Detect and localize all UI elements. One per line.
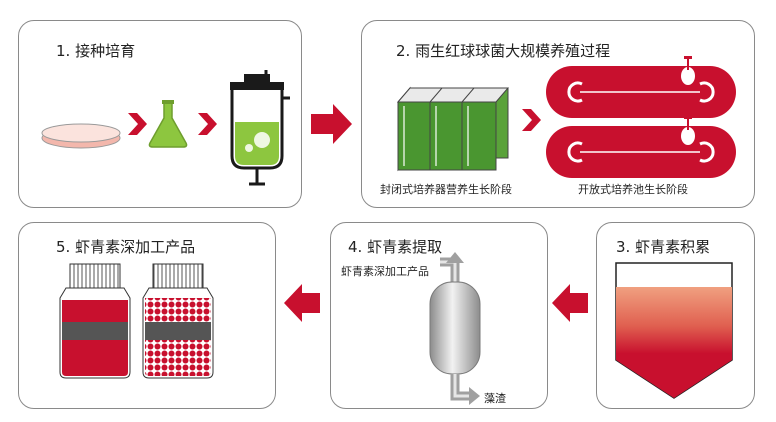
chevron-right-icon [198,113,217,135]
flask-icon [148,100,188,148]
chevron-right-icon [522,109,541,131]
arrow-left-icon [284,284,320,322]
step1-title: 1. 接种培育 [56,42,136,60]
extraction-vessel-icon [429,252,481,405]
photobioreactor-icon [396,86,510,172]
residue-output-label: 藻渣 [484,392,506,405]
raceway-pond-icon [546,56,736,118]
arrow-up-icon [446,252,464,263]
step2-title: 2. 雨生红球球菌大规模养殖过程 [396,42,611,60]
closed-reactor-label: 封闭式培养器营养生长阶段 [380,183,512,196]
arrow-right-icon [469,387,480,405]
step4-title: 4. 虾青素提取 [348,238,443,256]
chevron-right-icon [128,113,147,135]
bioreactor-tank-icon [615,262,733,399]
open-pond-label: 开放式培养池生长阶段 [578,183,688,196]
raceway-pond-icon [546,116,736,178]
arrow-left-icon [552,284,588,322]
fermenter-icon [230,70,290,186]
step5-title: 5. 虾青素深加工产品 [56,238,196,256]
step3-title: 3. 虾青素积累 [616,238,711,256]
petri-dish-icon [41,123,121,149]
capsule-bottle-icon [142,263,214,379]
arrow-right-icon [311,104,352,144]
oil-bottle-icon [59,263,131,379]
product-output-label: 虾青素深加工产品 [341,265,429,278]
